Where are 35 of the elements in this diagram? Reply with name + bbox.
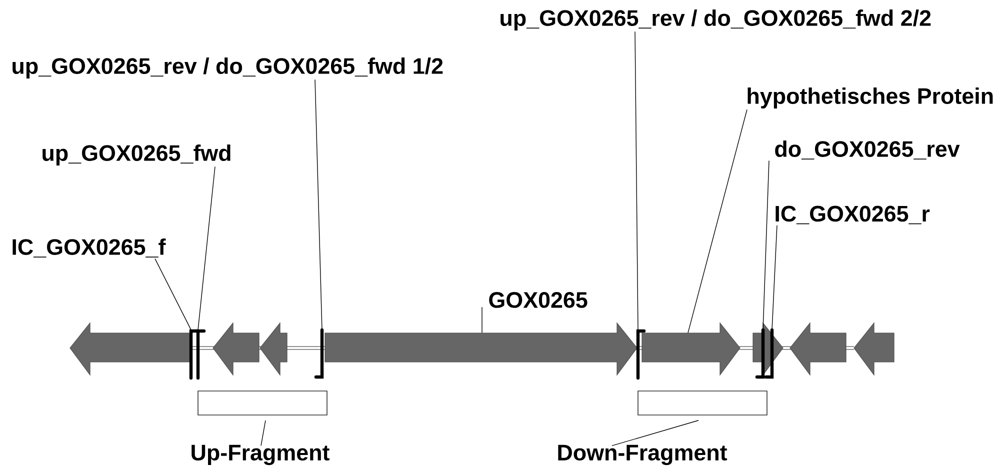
- fragment-box: [198, 390, 328, 416]
- gene-symbol: [790, 322, 846, 376]
- label: up_GOX0265_fwd: [42, 144, 230, 166]
- label: up_GOX0265_rev / do_GOX0265_fwd 2/2: [500, 10, 931, 30]
- label: IC_GOX0265_f: [12, 238, 166, 258]
- label: IC_GOX0265_r: [776, 206, 930, 224]
- label: up_GOX0265_rev / do_GOX0265_fwd 1/2: [12, 58, 443, 78]
- leader-line: [688, 109, 748, 334]
- gene-symbol: [260, 322, 288, 376]
- label: hypothetisches Protein: [748, 88, 993, 108]
- primer-mark: [764, 328, 774, 379]
- primer-mark: [314, 328, 324, 379]
- primer-mark: [196, 329, 206, 380]
- label: Up-Fragment: [192, 444, 330, 466]
- leader-line: [634, 31, 638, 330]
- fragment-box: [638, 390, 768, 416]
- leader-line: [762, 160, 770, 330]
- primer-mark: [189, 329, 199, 380]
- label: GOX0265: [489, 292, 588, 308]
- leader-line: [198, 166, 216, 330]
- gene-symbol: [324, 322, 638, 376]
- label: Down-Fragment: [558, 444, 728, 466]
- leader-line: [772, 225, 778, 330]
- leader-line: [612, 420, 699, 446]
- label: do_GOX0265_rev: [775, 140, 960, 160]
- primer-mark: [636, 329, 646, 380]
- gene-symbol: [854, 322, 894, 376]
- gene-symbol: [752, 322, 784, 376]
- leader-line: [314, 79, 322, 330]
- leader-line: [154, 258, 192, 330]
- gene-symbol: [70, 322, 192, 376]
- gene-symbol: [212, 322, 260, 376]
- primer-mark: [755, 328, 765, 379]
- leader-line: [260, 420, 266, 446]
- gene-symbol: [642, 322, 740, 376]
